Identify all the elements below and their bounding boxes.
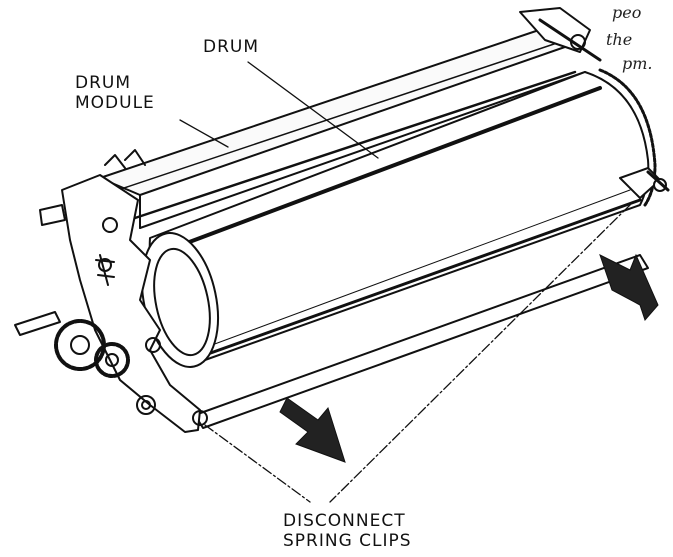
arrow-left-clip	[279, 397, 346, 463]
right-spring-clip	[646, 170, 670, 192]
drum-label: DRUM	[203, 37, 259, 57]
leader-drum-module	[179, 119, 229, 148]
drum-label-text: DRUM	[203, 37, 260, 57]
disconnect-label-line2: SPRING CLIPS	[283, 531, 412, 551]
left-side-plate	[61, 174, 201, 433]
handwritten-note-line1: peo	[612, 3, 642, 22]
drum-end-gear	[598, 68, 657, 207]
handwritten-note-line3: pm.	[622, 54, 653, 73]
handwritten-note-line2: the	[606, 30, 633, 49]
disconnect-spring-clips-label: DISCONNECT SPRING CLIPS	[283, 511, 412, 551]
drum-module-label-line1: DRUM	[75, 73, 132, 93]
leader-clip-left	[204, 424, 311, 503]
drum-module-label: DRUM MODULE	[75, 73, 155, 113]
drum-module-label-line2: MODULE	[75, 93, 155, 113]
gear-small	[94, 342, 130, 378]
leader-drum	[247, 61, 379, 159]
arrow-right-clip	[599, 253, 659, 321]
bottom-rod	[194, 254, 649, 429]
drum-cylinder	[148, 71, 650, 361]
disconnect-label-line1: DISCONNECT	[283, 511, 406, 531]
leader-clip-right	[329, 204, 631, 503]
